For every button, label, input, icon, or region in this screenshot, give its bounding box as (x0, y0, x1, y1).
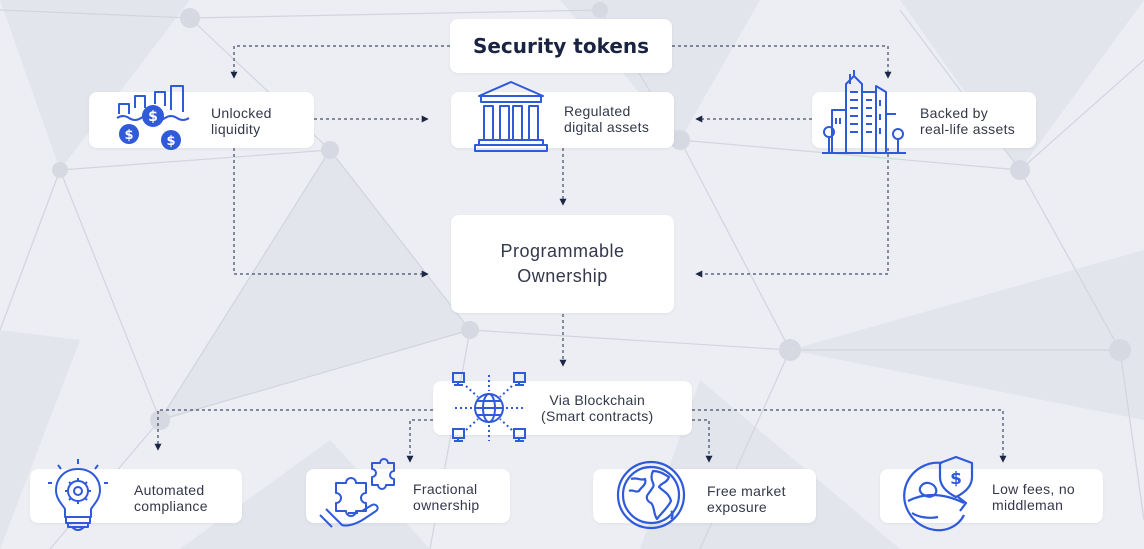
card-via-blockchain: Via Blockchain (Smart contracts) (433, 372, 692, 442)
card-regulated-digital-assets: Regulated digital assets (451, 81, 674, 152)
liquidity-label: Unlocked liquidity (211, 105, 272, 137)
card-low-fees: $ Low fees, no middleman (880, 455, 1103, 532)
svg-text:$: $ (124, 128, 133, 143)
svg-text:$: $ (950, 469, 962, 489)
svg-text:$: $ (148, 109, 158, 125)
card-programmable-ownership: Programmable Ownership (451, 215, 674, 313)
svg-text:$: $ (166, 134, 175, 149)
globe-shield-dollar-icon: $ (903, 455, 974, 532)
blockchain-label: Via Blockchain (Smart contracts) (541, 392, 654, 424)
money-liquidity-icon: $ $ $ (116, 85, 190, 150)
title-card: Security tokens (450, 19, 672, 73)
gear-lightbulb-icon (48, 459, 108, 531)
card-backed-real-life-assets: Backed by real-life assets (812, 70, 1036, 154)
regulated-label: Regulated digital assets (564, 103, 650, 135)
blockchain-network-icon (452, 372, 526, 442)
fees-label: Low fees, no middleman (992, 481, 1075, 513)
puzzle-hand-icon (319, 458, 395, 528)
bank-building-icon (474, 81, 548, 152)
card-free-market-exposure: Free market exposure (593, 460, 816, 530)
market-label: Free market exposure (707, 483, 786, 515)
city-buildings-icon (822, 70, 906, 154)
compliance-label: Automated compliance (134, 482, 208, 514)
diagram-title: Security tokens (472, 34, 650, 58)
backed-label: Backed by real-life assets (920, 105, 1016, 137)
center-label: Programmable Ownership (500, 241, 625, 286)
globe-icon (616, 460, 686, 530)
card-automated-compliance: Automated compliance (30, 459, 242, 531)
fractional-label: Fractional ownership (413, 481, 480, 513)
card-unlocked-liquidity: $ $ $ Unlocked liquidity (89, 85, 314, 150)
card-fractional-ownership: Fractional ownership (306, 458, 510, 528)
